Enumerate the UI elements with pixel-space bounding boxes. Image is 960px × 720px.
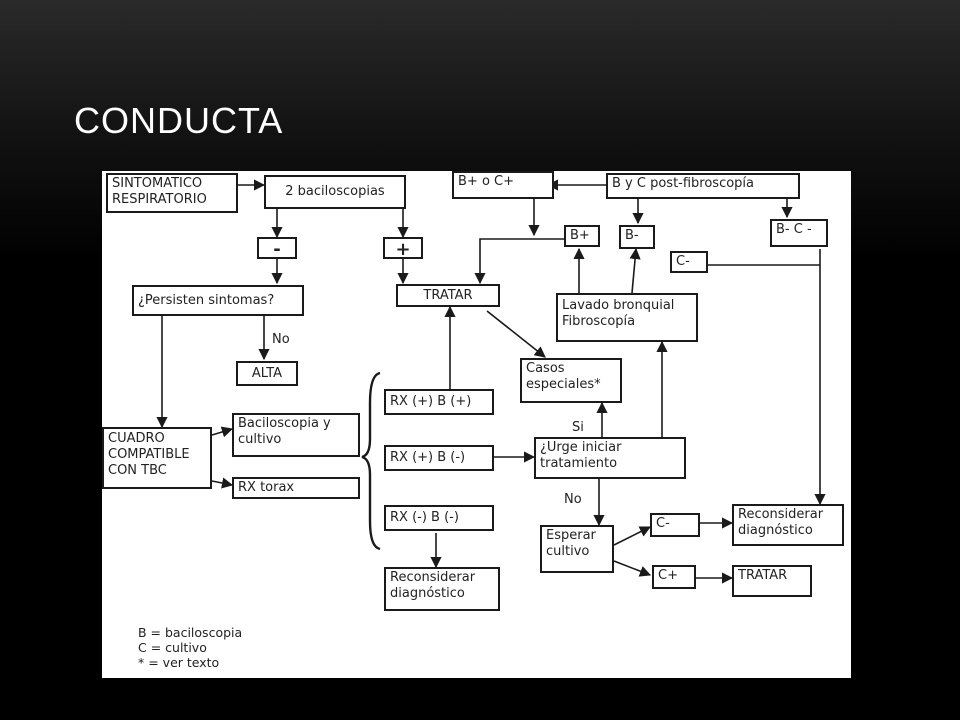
box-alta: ALTA	[236, 361, 298, 386]
flowchart: SINTOMATICO RESPIRATORIO 2 baciloscopias…	[102, 171, 851, 678]
box-tratar-bottom: TRATAR	[732, 565, 812, 597]
box-persisten-sintomas: ¿Persisten sintomas?	[132, 285, 304, 316]
legend: B = baciloscopia C = cultivo * = ver tex…	[138, 625, 242, 670]
box-casos-especiales: Casos especiales*	[520, 358, 622, 403]
box-b-minus-c-minus: B- C -	[770, 219, 828, 247]
box-urge-iniciar-tratamiento: ¿Urge iniciar tratamiento	[534, 437, 686, 479]
box-rx-neg-b-neg: RX (-) B (-)	[384, 505, 494, 531]
box-b-plus: B+	[564, 225, 600, 247]
box-rx-pos-b-neg: RX (+) B (-)	[384, 445, 494, 471]
box-b-minus: B-	[619, 225, 655, 249]
flowchart-connectors	[156, 179, 826, 584]
box-rx-pos-b-pos: RX (+) B (+)	[384, 389, 494, 415]
box-esperar-cultivo: Esperar cultivo	[540, 525, 614, 573]
box-c-plus-bottom: C+	[652, 565, 696, 589]
box-lavado-bronquial: Lavado bronquial Fibroscopía	[556, 293, 698, 342]
slide-title: CONDUCTA	[74, 100, 284, 141]
box-c-minus-bottom: C-	[650, 513, 700, 537]
label-no-esperar: No	[564, 492, 582, 507]
box-tratar-main: TRATAR	[396, 284, 500, 307]
box-positive-result: +	[383, 237, 423, 259]
legend-item: B = baciloscopia	[138, 625, 243, 640]
box-baciloscopia-cultivo: Baciloscopia y cultivo	[232, 413, 360, 457]
box-reconsiderar-diagnostico-left: Reconsiderar diagnóstico	[384, 567, 500, 611]
box-reconsiderar-diagnostico-right: Reconsiderar diagnóstico	[732, 504, 844, 546]
box-2-baciloscopias: 2 baciloscopias	[264, 175, 406, 209]
box-c-minus-top: C-	[670, 251, 708, 273]
box-b-c-post-fibroscopia: B y C post-fibroscopía	[606, 173, 800, 199]
box-rx-torax: RX torax	[232, 477, 360, 499]
label-si: Si	[572, 420, 584, 435]
label-no-alta: No	[272, 332, 290, 347]
box-cuadro-compatible-tbc: CUADRO COMPATIBLE CON TBC	[102, 427, 212, 489]
legend-item: C = cultivo	[138, 640, 207, 655]
box-negative-result: -	[257, 237, 297, 259]
box-sintomatico-respiratorio: SINTOMATICO RESPIRATORIO	[106, 173, 238, 213]
box-b-plus-or-c-plus: B+ o C+	[452, 171, 554, 199]
legend-item: * = ver texto	[138, 655, 220, 670]
